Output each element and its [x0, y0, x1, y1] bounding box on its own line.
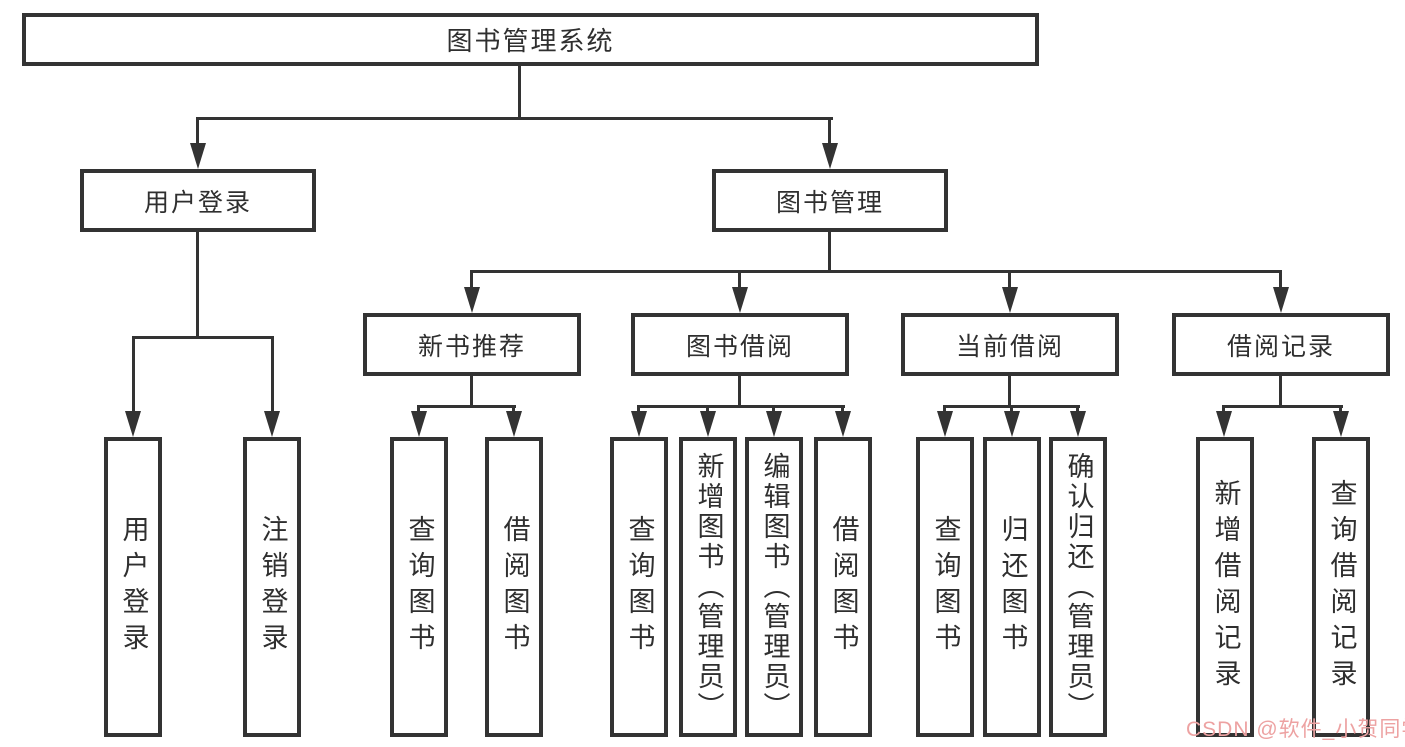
leaf-records-add-record-label: 新增借阅记录 [1210, 479, 1241, 695]
leaf-current-return-books: 归还图书 [983, 437, 1041, 737]
connector-current-drop [1008, 270, 1011, 289]
connector-root-rail [196, 117, 833, 120]
connector-mgmt-drop [828, 117, 831, 143]
node-book-borrowing-label: 图书借阅 [685, 332, 794, 361]
node-user-login-label: 用户登录 [143, 188, 252, 217]
arrowhead-down-leaf [835, 411, 851, 437]
arrowhead-down-leaf-user-login [125, 411, 141, 437]
connector-newbook-drop [470, 270, 473, 289]
arrowhead-down-leaf [411, 411, 427, 437]
arrowhead-down-leaf [1216, 411, 1232, 437]
arrowhead-down-leaf [1070, 411, 1086, 437]
leaf-borrow-query-books-label: 查询图书 [624, 515, 655, 659]
connector-leaf-drop [637, 405, 640, 413]
connector-leaf-drop [841, 405, 844, 413]
connector-leaf-drop [706, 405, 709, 413]
connector-records-stem [1279, 376, 1282, 405]
leaf-newbook-borrow-books-label: 借阅图书 [499, 515, 530, 659]
connector-newbook-stem [470, 376, 473, 405]
connector-borrow-rail [637, 405, 845, 408]
connector-leaf-drop [512, 405, 515, 413]
node-book-borrowing: 图书借阅 [631, 313, 849, 376]
leaf-current-return-books-label: 归还图书 [997, 515, 1028, 659]
leaf-borrow-borrow-books-label: 借阅图书 [828, 515, 859, 659]
leaf-newbook-borrow-books: 借阅图书 [485, 437, 543, 737]
connector-leaf-drop [1339, 405, 1342, 413]
arrowhead-down-newbook [464, 287, 480, 313]
connector-current-stem [1008, 376, 1011, 405]
connector-borrow-stem [738, 376, 741, 405]
connector-leaf-drop [943, 405, 946, 413]
leaf-borrow-add-books-admin: 新增图书（管理员） [679, 437, 737, 737]
leaf-borrow-add-books-admin-label: 新增图书（管理员） [693, 452, 724, 722]
csdn-watermark: CSDN @软件_小贺同学 [1186, 718, 1405, 741]
node-current-borrowing: 当前借阅 [901, 313, 1119, 376]
connector-login-rail [132, 336, 274, 339]
connector-root-stem [518, 66, 521, 117]
connector-leaf-drop [417, 405, 420, 413]
connector-login-stem [196, 232, 199, 336]
arrowhead-down-leaf [1004, 411, 1020, 437]
leaf-logout-label: 注销登录 [257, 515, 288, 659]
node-current-borrowing-label: 当前借阅 [955, 332, 1064, 361]
connector-leaf-drop [1222, 405, 1225, 413]
leaf-logout: 注销登录 [243, 437, 301, 737]
leaf-current-confirm-return-admin-label: 确认归还（管理员） [1063, 452, 1094, 722]
leaf-records-query-record-label: 查询借阅记录 [1326, 479, 1357, 695]
node-new-book-recommend-label: 新书推荐 [417, 332, 526, 361]
node-book-management-label: 图书管理 [775, 188, 884, 217]
node-borrowing-records-label: 借阅记录 [1226, 332, 1335, 361]
leaf-borrow-query-books: 查询图书 [610, 437, 668, 737]
arrowhead-down-leaf [766, 411, 782, 437]
leaf-current-query-books-label: 查询图书 [930, 515, 961, 659]
leaf-user-login: 用户登录 [104, 437, 162, 737]
arrowhead-down-current [1002, 287, 1018, 313]
arrowhead-down-leaf [937, 411, 953, 437]
leaf-borrow-edit-books-admin: 编辑图书（管理员） [745, 437, 803, 737]
connector-leaf-drop-logout [271, 336, 274, 411]
arrowhead-down-leaf [631, 411, 647, 437]
node-book-management: 图书管理 [712, 169, 948, 232]
arrowhead-down-records [1273, 287, 1289, 313]
connector-records-rail [1222, 405, 1343, 408]
arrowhead-down-leaf-logout [264, 411, 280, 437]
connector-mgmt-rail [470, 270, 1282, 273]
node-user-login: 用户登录 [80, 169, 316, 232]
leaf-user-login-label: 用户登录 [118, 515, 149, 659]
connector-records-drop [1279, 270, 1282, 289]
leaf-borrow-borrow-books: 借阅图书 [814, 437, 872, 737]
connector-mgmt-stem [828, 232, 831, 270]
node-borrowing-records: 借阅记录 [1172, 313, 1390, 376]
connector-leaf-drop [1010, 405, 1013, 413]
node-root: 图书管理系统 [22, 13, 1039, 66]
arrowhead-down-borrow [732, 287, 748, 313]
arrowhead-down-mgmt [822, 143, 838, 169]
arrowhead-down-leaf [700, 411, 716, 437]
arrowhead-down-login [190, 143, 206, 169]
connector-leaf-drop-user-login [132, 336, 135, 411]
connector-leaf-drop [1076, 405, 1079, 413]
node-root-label: 图书管理系统 [446, 26, 615, 56]
leaf-newbook-query-books-label: 查询图书 [404, 515, 435, 659]
arrowhead-down-leaf [1333, 411, 1349, 437]
connector-newbook-rail [417, 405, 516, 408]
leaf-records-query-record: 查询借阅记录 [1312, 437, 1370, 737]
leaf-records-add-record: 新增借阅记录 [1196, 437, 1254, 737]
node-new-book-recommend: 新书推荐 [363, 313, 581, 376]
connector-borrow-drop [738, 270, 741, 289]
leaf-current-confirm-return-admin: 确认归还（管理员） [1049, 437, 1107, 737]
arrowhead-down-leaf [506, 411, 522, 437]
leaf-borrow-edit-books-admin-label: 编辑图书（管理员） [759, 452, 790, 722]
leaf-newbook-query-books: 查询图书 [390, 437, 448, 737]
connector-login-drop [196, 117, 199, 143]
connector-leaf-drop [772, 405, 775, 413]
leaf-current-query-books: 查询图书 [916, 437, 974, 737]
